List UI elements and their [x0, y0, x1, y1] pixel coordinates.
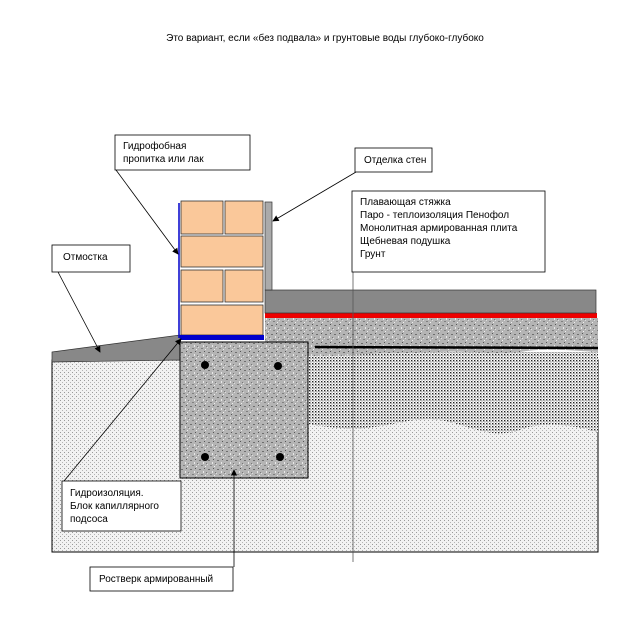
svg-text:Грунт: Грунт — [360, 249, 386, 260]
wall-finish — [264, 201, 273, 291]
svg-text:подсоса: подсоса — [70, 514, 108, 525]
svg-text:Гидроизоляция.: Гидроизоляция. — [70, 488, 144, 499]
svg-text:Щебневая подушка: Щебневая подушка — [360, 235, 451, 247]
label-blind-area: Отмостка — [51, 244, 131, 273]
rebar-dot — [276, 453, 284, 461]
monolithic-slab — [265, 318, 598, 356]
callout-arrows — [57, 169, 357, 567]
waterproofing-layer — [180, 335, 264, 340]
rebar-dot — [201, 453, 209, 461]
rebar-dot — [274, 362, 282, 370]
label-waterproofing: Гидроизоляция. Блок капиллярного подсоса — [61, 480, 182, 532]
label-wall-finish: Отделка стен — [354, 147, 433, 173]
reinforced-grillage — [179, 341, 309, 479]
vapor-barrier-penofol — [265, 313, 597, 318]
svg-text:Монолитная армированная плита: Монолитная армированная плита — [360, 223, 518, 234]
label-grillage: Ростверк армированный — [89, 566, 234, 592]
blind-area — [51, 334, 181, 363]
svg-text:Плавающая стяжка: Плавающая стяжка — [360, 197, 451, 208]
diagram-title: Это вариант, если «без подвала» и грунто… — [166, 32, 484, 44]
slab-rebar — [314, 345, 599, 350]
label-floor-layers: Плавающая стяжка Паро - теплоизоляция Пе… — [351, 190, 546, 273]
gravel-cushion — [308, 352, 598, 434]
svg-text:Гидрофобная: Гидрофобная — [123, 140, 186, 152]
brick-wall — [180, 200, 264, 336]
svg-text:Блок капиллярного: Блок капиллярного — [70, 501, 159, 512]
svg-text:пропитка или лак: пропитка или лак — [123, 154, 204, 165]
rebar-dot — [201, 361, 209, 369]
svg-text:Ростверк армированный: Ростверк армированный — [99, 574, 213, 585]
svg-text:Отделка стен: Отделка стен — [364, 155, 426, 166]
svg-text:Отмостка: Отмостка — [63, 252, 108, 263]
label-hydrophobic: Гидрофобная пропитка или лак — [114, 134, 251, 171]
floating-screed — [264, 289, 597, 314]
svg-text:Паро - теплоизоляция Пенофол: Паро - теплоизоляция Пенофол — [360, 209, 509, 221]
